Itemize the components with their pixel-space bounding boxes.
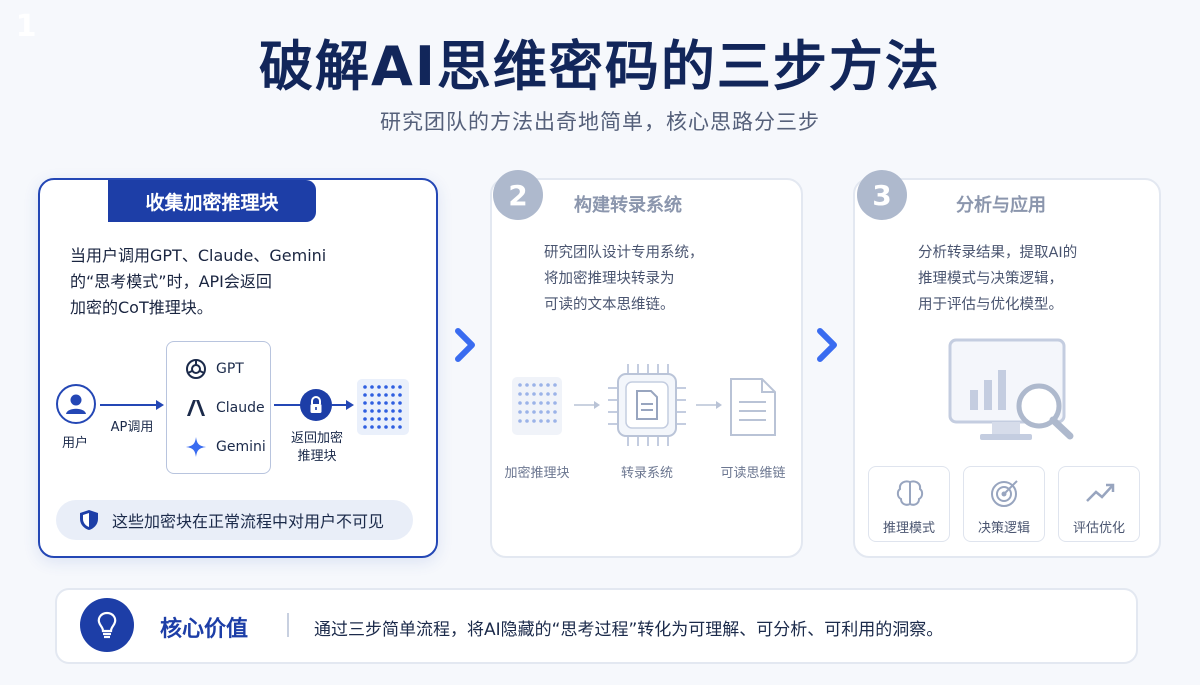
- shield-icon: [78, 509, 100, 531]
- lock-arrow: [332, 400, 354, 410]
- step-2-description: 研究团队设计专用系统， 将加密推理块转录为 可读的文本思维链。: [544, 245, 704, 313]
- step-3-title: 分析与应用: [956, 195, 1046, 216]
- return-arrow: [274, 404, 304, 406]
- document-icon: [730, 378, 776, 436]
- analytics-monitor-icon: [948, 338, 1074, 440]
- chevron-right-icon: [817, 328, 837, 362]
- trend-up-icon: [1086, 483, 1115, 502]
- openai-icon: [184, 357, 208, 381]
- step-1-description: 当用户调用GPT、Claude、Gemini 的“思考模式”时，API会返回 加…: [70, 246, 327, 317]
- encrypted-block-icon-dim: [512, 377, 562, 435]
- step-3-description: 分析转录结果，提取AI的 推理模式与决策逻辑， 用于评估与优化模型。: [918, 245, 1078, 313]
- user-label: 用户: [61, 436, 88, 451]
- model-gemini: Gemini: [184, 435, 266, 459]
- feature-reasoning-patterns: 推理模式: [868, 466, 950, 542]
- arrow-right-icon: [574, 401, 600, 409]
- encrypted-block-label: 加密推理块: [504, 466, 570, 481]
- transcription-system-label: 转录系统: [620, 466, 673, 481]
- brain-icon: [896, 480, 924, 506]
- lightbulb-icon: [80, 598, 134, 652]
- gemini-icon: [184, 435, 208, 459]
- core-value-label: 核心价值: [160, 617, 249, 642]
- model-claude: Claude: [184, 396, 265, 420]
- feature-evaluation-optimization: 评估优化: [1058, 466, 1140, 542]
- models-box: [166, 341, 271, 474]
- anthropic-icon: [184, 396, 208, 420]
- divider: [287, 613, 289, 637]
- arrow-right-icon: [696, 401, 722, 409]
- chip-icon: [608, 364, 686, 446]
- feature-decision-logic: 决策逻辑: [963, 466, 1045, 542]
- user-icon: [56, 384, 96, 424]
- step-2-number: 2: [493, 170, 543, 220]
- invisibility-notice: 这些加密块在正常流程中对用户不可见: [56, 500, 413, 540]
- lock-icon: [300, 389, 332, 421]
- step-3-number: 3: [857, 170, 907, 220]
- target-icon: [991, 480, 1018, 507]
- encrypted-block-icon: [357, 379, 409, 435]
- readable-chain-label: 可读思维链: [720, 466, 786, 481]
- core-value-text: 通过三步简单流程，将AI隐藏的“思考过程”转化为可理解、可分析、可利用的洞察。: [314, 620, 944, 640]
- model-gpt: GPT: [184, 357, 244, 381]
- api-call-label: AP调用: [110, 420, 154, 435]
- page-title: 破解AI思维密码的三步方法: [259, 35, 941, 98]
- page-subtitle: 研究团队的方法出奇地简单，核心思路分三步: [380, 110, 820, 134]
- step-1-number: 1: [15, 8, 37, 44]
- api-call-arrow: [100, 400, 164, 410]
- chevron-right-icon: [455, 328, 475, 362]
- step-2-title: 构建转录系统: [574, 195, 682, 216]
- step-2-card: [490, 178, 803, 558]
- step-1-title: 收集加密推理块: [108, 180, 316, 222]
- core-value-banner: [55, 588, 1138, 664]
- return-label: 返回加密 推理块: [290, 431, 343, 464]
